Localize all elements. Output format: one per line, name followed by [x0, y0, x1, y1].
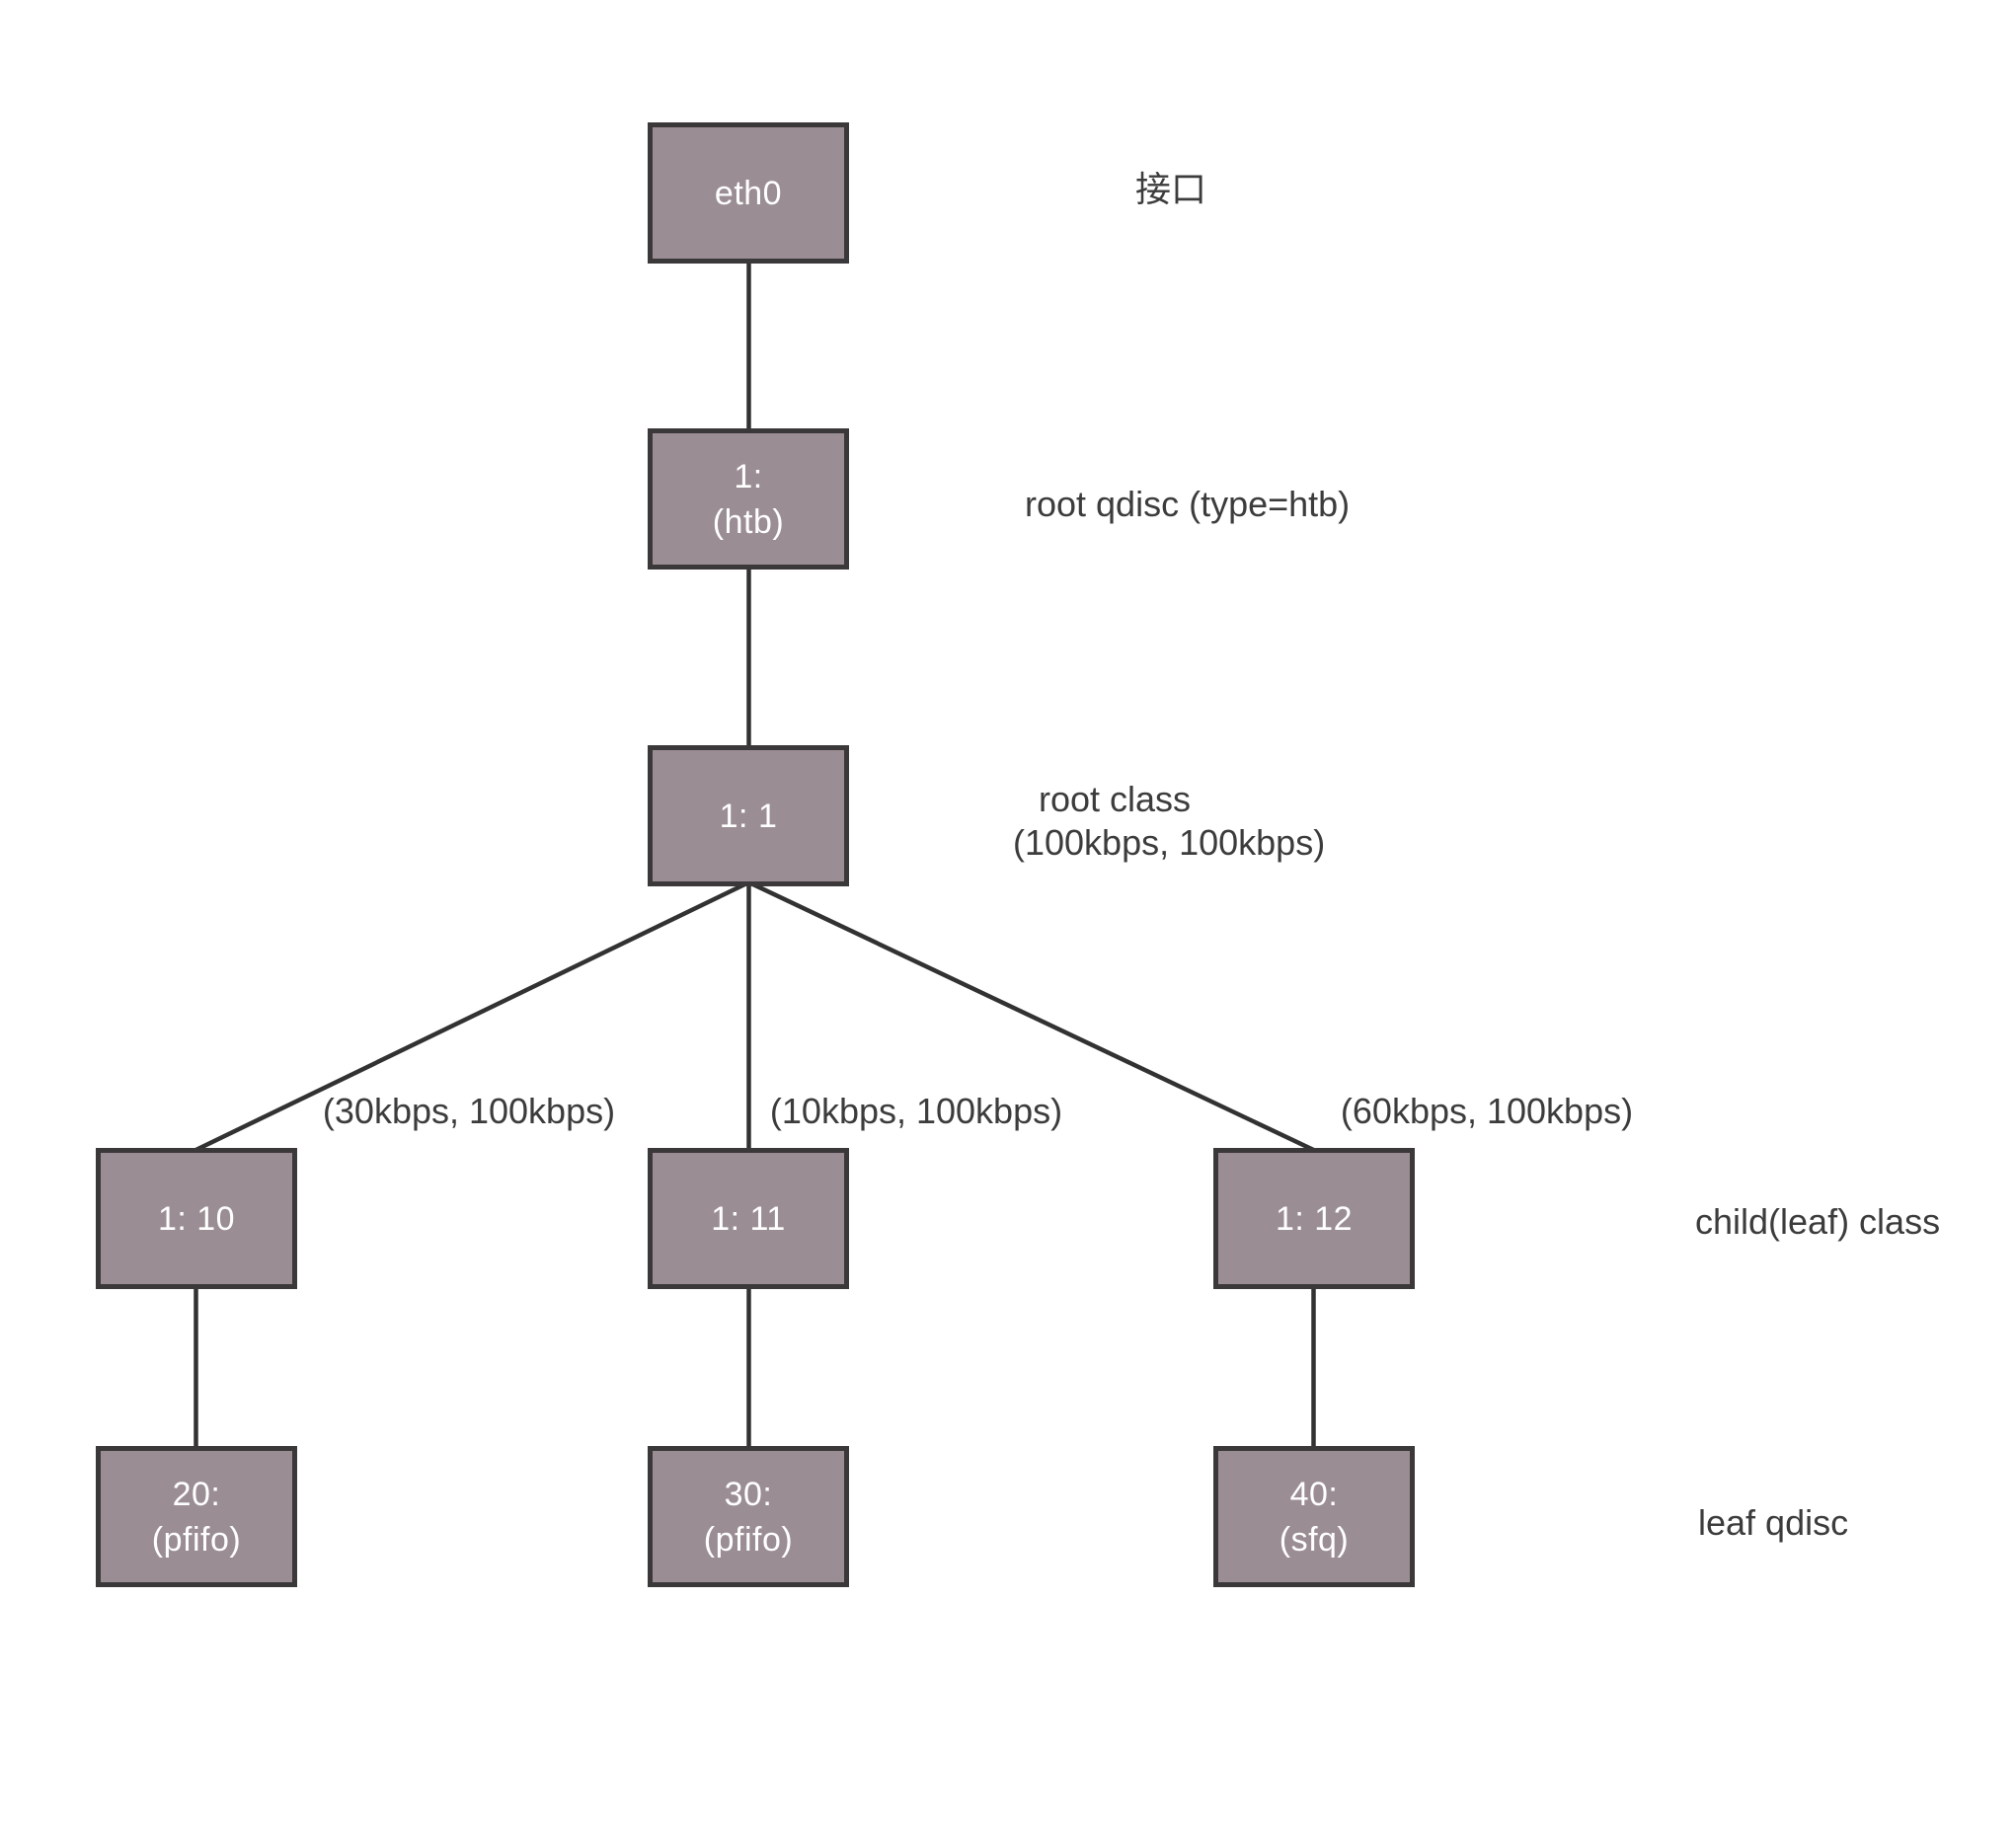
edge-root-class-to-class-12	[747, 879, 1315, 1153]
edge-label-class-12-rate: (60kbps, 100kbps)	[1340, 1091, 1634, 1131]
annotation-leaf-qdisc: leaf qdisc	[1698, 1502, 1849, 1543]
node-root-qdisc-label-line2: (htb)	[712, 502, 785, 541]
node-class-1-12: 1: 12	[1213, 1148, 1415, 1289]
node-qdisc-30-label-line2: (pfifo)	[703, 1520, 794, 1559]
node-qdisc-30-label-line1: 30:	[724, 1475, 773, 1513]
node-qdisc-30: 30: (pfifo)	[648, 1446, 849, 1587]
node-root-class-label: 1: 1	[719, 797, 778, 835]
node-class-1-11-label: 1: 11	[711, 1199, 786, 1238]
node-class-1-10: 1: 10	[96, 1148, 297, 1289]
node-qdisc-40-label-line2: (sfq)	[1279, 1520, 1350, 1559]
annotation-interface: 接口	[1135, 169, 1207, 209]
node-eth0-label: eth0	[714, 174, 783, 212]
node-root-class: 1: 1	[648, 745, 849, 886]
node-qdisc-40-label-line1: 40:	[1289, 1475, 1339, 1513]
node-qdisc-20: 20: (pfifo)	[96, 1446, 297, 1587]
edge-label-class-10-rate: (30kbps, 100kbps)	[322, 1091, 616, 1131]
annotation-root-class-line1: root class	[1039, 779, 1192, 819]
node-root-qdisc: 1: (htb)	[648, 428, 849, 570]
node-class-1-10-label: 1: 10	[157, 1199, 236, 1238]
node-qdisc-40: 40: (sfq)	[1213, 1446, 1415, 1587]
node-class-1-11: 1: 11	[648, 1148, 849, 1289]
edge-root-class-to-class-10	[194, 879, 750, 1153]
edge-label-class-11-rate: (10kbps, 100kbps)	[769, 1091, 1063, 1131]
annotation-root-class-line2: (100kbps, 100kbps)	[1013, 822, 1326, 863]
node-qdisc-20-label-line1: 20:	[172, 1475, 221, 1513]
annotation-child-class: child(leaf) class	[1695, 1201, 1941, 1242]
node-root-qdisc-label-line1: 1:	[734, 457, 763, 495]
node-qdisc-20-label-line2: (pfifo)	[151, 1520, 242, 1559]
node-class-1-12-label: 1: 12	[1275, 1199, 1354, 1238]
annotation-root-class: root class (100kbps, 100kbps)	[1013, 778, 1325, 865]
annotation-root-qdisc: root qdisc (type=htb)	[1025, 484, 1351, 524]
node-eth0: eth0	[648, 122, 849, 264]
